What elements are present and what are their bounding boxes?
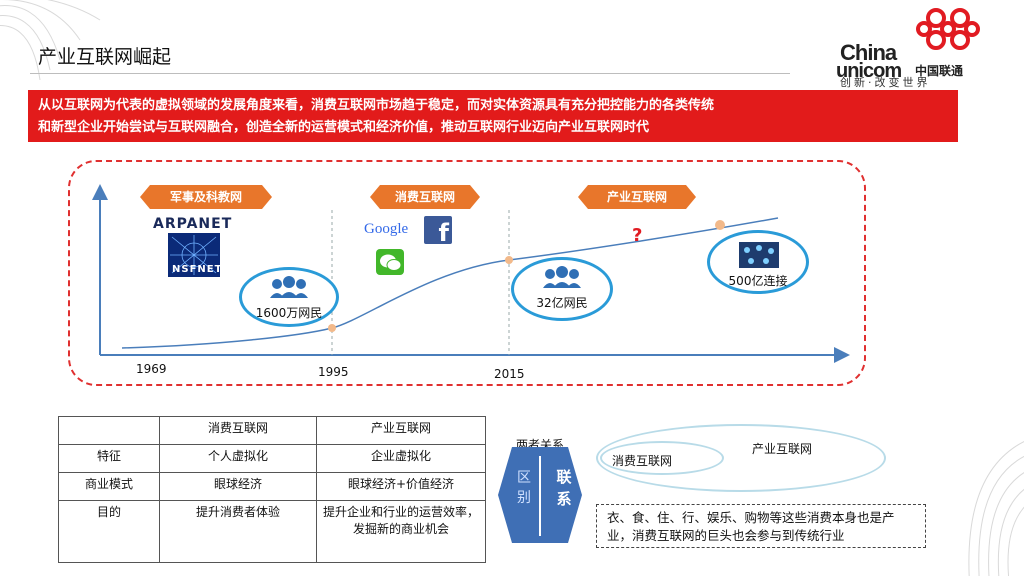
table-header-cell: 产业互联网	[317, 417, 486, 445]
users-icon	[542, 266, 582, 290]
table-header-cell: 消费互联网	[160, 417, 317, 445]
milestone-label-3: 500亿连接	[729, 274, 788, 288]
table-cell: 眼球经济+价值经济	[317, 473, 486, 501]
table-cell: 眼球经济	[160, 473, 317, 501]
table-row: 商业模式 眼球经济 眼球经济+价值经济	[59, 473, 486, 501]
stage-tag-military: 军事及科教网	[140, 185, 272, 209]
table-row: 目的 提升消费者体验 提升企业和行业的运营效率，发掘新的商业机会	[59, 501, 486, 563]
table-cell: 企业虚拟化	[317, 445, 486, 473]
year-label-1995: 1995	[318, 365, 349, 379]
users-icon	[269, 276, 309, 300]
table-cell: 提升企业和行业的运营效率，发掘新的商业机会	[317, 501, 486, 563]
year-label-1969: 1969	[136, 362, 167, 376]
stage-tag-industrial: 产业互联网	[578, 185, 696, 209]
milestone-label-1: 1600万网民	[256, 306, 323, 320]
year-label-2015: 2015	[494, 367, 525, 381]
milestone-label-2: 32亿网民	[536, 296, 587, 310]
table-header-row: 消费互联网 产业互联网	[59, 417, 486, 445]
table-header-cell	[59, 417, 160, 445]
wechat-icon	[376, 249, 404, 275]
question-mark: ?	[632, 225, 642, 246]
relation-difference: 区别	[516, 468, 532, 508]
table-cell: 商业模式	[59, 473, 160, 501]
table-cell: 特征	[59, 445, 160, 473]
inner-ellipse-label: 消费互联网	[612, 452, 672, 469]
point-2015	[505, 256, 513, 264]
nsfnet-logo: NSFNET	[172, 264, 222, 275]
relation-connection: 联系	[556, 466, 572, 510]
stage-tag-consumer: 消费互联网	[370, 185, 480, 209]
table-cell: 个人虚拟化	[160, 445, 317, 473]
facebook-icon: f	[424, 216, 452, 244]
point-future	[715, 220, 725, 230]
google-logo: Google	[364, 221, 408, 238]
table-cell: 提升消费者体验	[160, 501, 317, 563]
table-row: 特征 个人虚拟化 企业虚拟化	[59, 445, 486, 473]
arpanet-logo: ARPANET	[153, 216, 232, 232]
relation-note: 衣、食、住、行、娱乐、购物等这些消费本身也是产业，消费互联网的巨头也会参与到传统…	[596, 504, 926, 548]
outer-ellipse-label: 产业互联网	[752, 440, 812, 457]
table-cell: 目的	[59, 501, 160, 563]
relation-divider	[539, 456, 541, 536]
comparison-table: 消费互联网 产业互联网 特征 个人虚拟化 企业虚拟化 商业模式 眼球经济 眼球经…	[58, 416, 486, 563]
point-1995	[328, 324, 336, 332]
iot-devices-icon	[739, 242, 779, 268]
